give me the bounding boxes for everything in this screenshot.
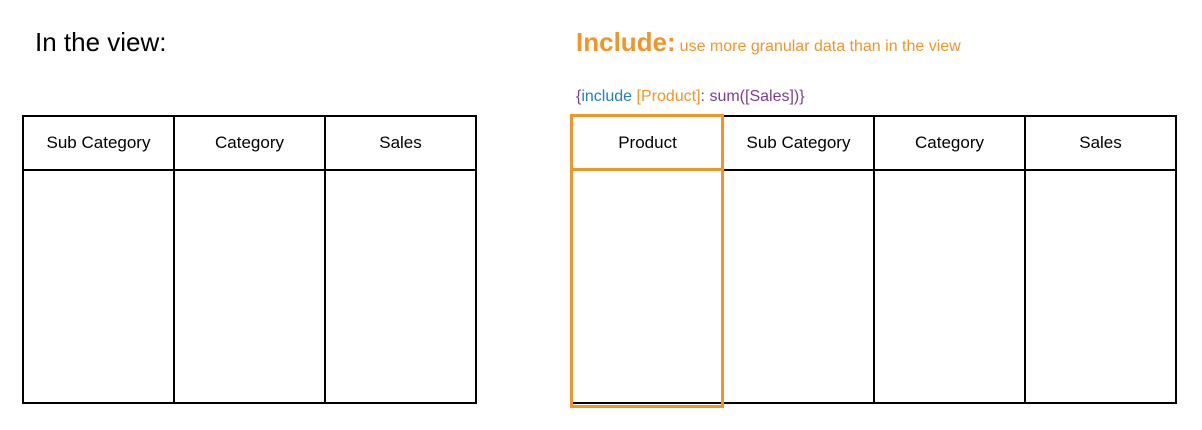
view-cell-sub-category: [22, 169, 175, 404]
include-table-header-row: Product Sub Category Category Sales: [571, 115, 1177, 171]
view-cell-sales: [324, 169, 477, 404]
formula-dimension: [Product]: [636, 88, 701, 105]
include-column-sales: Sales: [1024, 115, 1177, 171]
view-title: In the view:: [35, 27, 167, 57]
formula-open-brace: {: [576, 88, 582, 105]
include-column-sub-category: Sub Category: [722, 115, 875, 171]
view-column-category: Category: [173, 115, 326, 171]
view-table-body-row: [22, 169, 477, 404]
include-column-product: Product: [571, 115, 724, 171]
include-table: Product Sub Category Category Sales: [571, 115, 1177, 404]
view-column-sales: Sales: [324, 115, 477, 171]
include-subtitle: use more granular data than in the view: [679, 38, 961, 55]
formula-close-brace: }: [799, 88, 805, 105]
formula-aggregate: sum([Sales]): [709, 88, 800, 105]
view-table: Sub Category Category Sales: [22, 115, 477, 404]
formula-keyword: include: [581, 88, 633, 105]
view-table-header-row: Sub Category Category Sales: [22, 115, 477, 171]
include-heading: Include:use more granular data than in t…: [576, 27, 961, 58]
include-table-body-row: [571, 169, 1177, 404]
include-title: Include:: [576, 27, 676, 57]
include-cell-category: [873, 169, 1026, 404]
include-column-category: Category: [873, 115, 1026, 171]
include-cell-sub-category: [722, 169, 875, 404]
view-column-sub-category: Sub Category: [22, 115, 175, 171]
formula-colon: :: [700, 88, 705, 105]
include-cell-product: [571, 169, 724, 404]
include-cell-sales: [1024, 169, 1177, 404]
view-cell-category: [173, 169, 326, 404]
lod-formula: {include [Product]: sum([Sales])}: [576, 88, 805, 106]
